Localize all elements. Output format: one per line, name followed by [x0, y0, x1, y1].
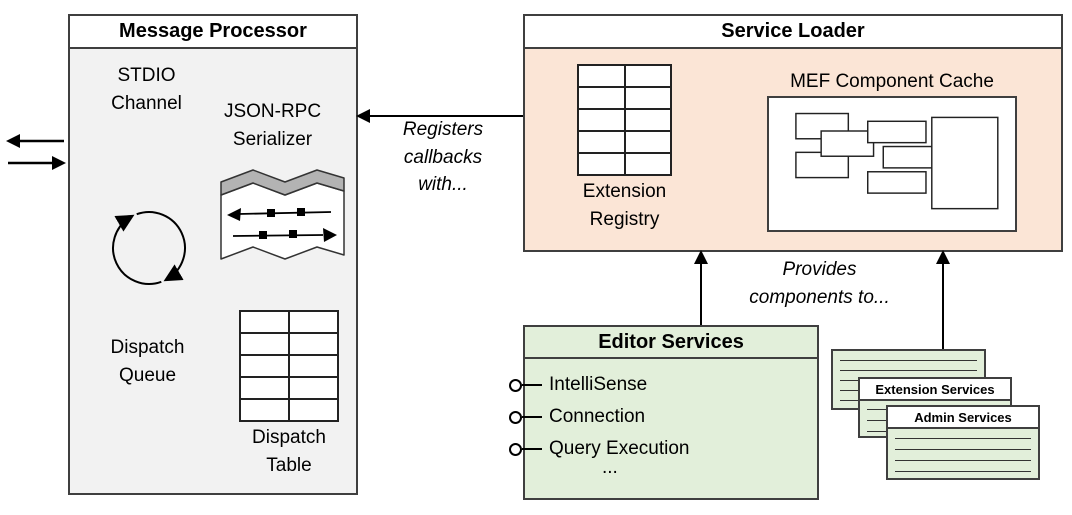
- grid-cell: [625, 154, 670, 174]
- stdio-io-arrows-icon: [6, 134, 66, 170]
- grid-cell: [241, 356, 288, 376]
- message-processor-box: Message Processor STDIO Channel JSON-RPC…: [68, 14, 358, 495]
- grid-cell: [625, 66, 670, 86]
- grid-cell: [241, 334, 288, 354]
- mef-component-cache-label: MEF Component Cache: [790, 71, 994, 92]
- extension-registry-label: Extension Registry: [582, 181, 667, 230]
- grid-cell: [241, 312, 288, 332]
- ruled-line: [895, 460, 1031, 461]
- grid-cell: [579, 132, 624, 152]
- dispatch-table-label: Dispatch Table: [252, 427, 326, 476]
- ruled-line: [840, 360, 977, 361]
- mef-component-cache-box: [767, 96, 1017, 232]
- editor-service-item: Connection: [509, 406, 645, 428]
- service-loader-title: Service Loader: [525, 16, 1061, 49]
- stdio-channel-label: STDIO Channel: [111, 65, 182, 114]
- editor-service-label: Query Execution: [549, 438, 690, 459]
- port-circle-icon: [509, 378, 522, 392]
- port-line: [522, 448, 542, 450]
- port-circle-icon: [509, 410, 522, 424]
- editor-services-title: Editor Services: [525, 327, 817, 359]
- grid-cell: [579, 154, 624, 174]
- editor-service-label: IntelliSense: [549, 374, 648, 395]
- ruled-line: [895, 471, 1031, 472]
- mef-components-cluster-icon: [795, 112, 999, 210]
- provides-components-note: Provides components to...: [749, 259, 890, 308]
- registers-callbacks-arrow: [356, 109, 523, 123]
- editor-service-item: IntelliSense: [509, 374, 647, 396]
- ruled-line: [895, 438, 1031, 439]
- dispatch-queue-label: Dispatch Queue: [110, 337, 185, 386]
- grid-cell: [625, 132, 670, 152]
- port-line: [522, 416, 542, 418]
- service-loader-box: Service Loader Extension Registry MEF Co…: [523, 14, 1063, 252]
- dispatch-table-grid: [239, 310, 339, 422]
- registers-callbacks-note: Registers callbacks with...: [402, 119, 484, 196]
- editor-services-box: Editor Services IntelliSense Connection …: [509, 325, 819, 500]
- grid-cell: [579, 88, 624, 108]
- ruled-line: [840, 370, 977, 371]
- editor-service-label: Connection: [549, 406, 646, 427]
- grid-cell: [625, 110, 670, 130]
- grid-cell: [290, 378, 337, 398]
- grid-cell: [241, 400, 288, 420]
- port-circle-icon: [509, 442, 522, 456]
- grid-cell: [579, 66, 624, 86]
- message-processor-title: Message Processor: [70, 16, 356, 49]
- grid-cell: [579, 110, 624, 130]
- extension-services-label: Extension Services: [860, 379, 1010, 401]
- grid-cell: [290, 356, 337, 376]
- port-line: [522, 384, 542, 386]
- service-card-admin: Admin Services: [886, 405, 1040, 480]
- grid-cell: [290, 312, 337, 332]
- grid-cell: [241, 378, 288, 398]
- serializer-ribbon-icon: [220, 169, 345, 260]
- editor-services-to-loader-arrow: [694, 250, 708, 325]
- extension-registry-grid: [577, 64, 672, 176]
- json-rpc-serializer-label: JSON-RPC Serializer: [223, 101, 322, 150]
- editor-service-item: Query Execution: [509, 438, 689, 460]
- admin-services-label: Admin Services: [888, 407, 1038, 429]
- grid-cell: [625, 88, 670, 108]
- grid-cell: [290, 400, 337, 420]
- ruled-line: [895, 449, 1031, 450]
- editor-service-item-ellipsis: ...: [595, 457, 618, 479]
- editor-service-ellipsis: ...: [602, 457, 618, 478]
- services-to-loader-arrow: [936, 250, 950, 349]
- grid-cell: [290, 334, 337, 354]
- dispatch-queue-cycle-icon: [112, 211, 186, 285]
